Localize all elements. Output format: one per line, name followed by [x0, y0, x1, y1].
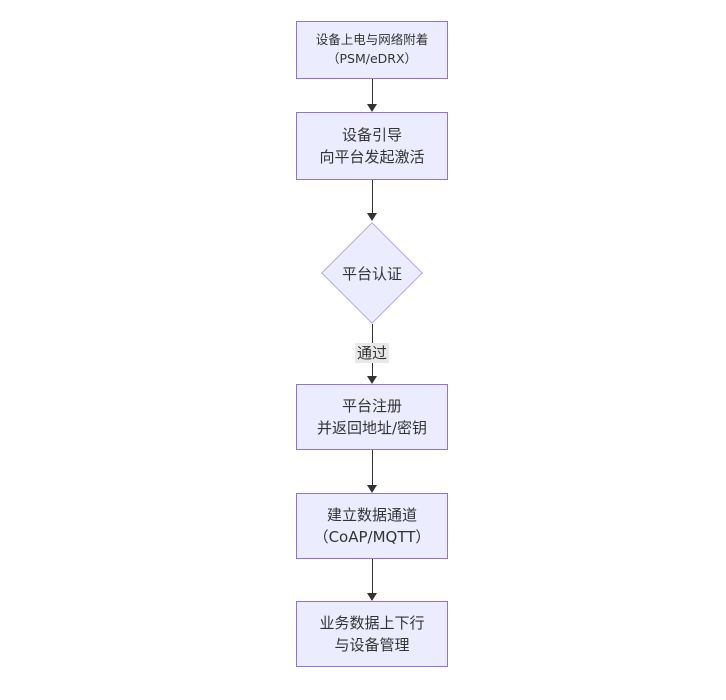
- node-text-line: 与设备管理: [334, 636, 410, 654]
- node-text-line: 建立数据通道: [326, 505, 417, 524]
- arrow-down-icon: [367, 104, 377, 112]
- node-business-data: 业务数据上下行 与设备管理: [296, 601, 448, 667]
- node-text-line: 设备引导: [341, 125, 402, 144]
- node-data-channel: 建立数据通道 （CoAP/MQTT）: [296, 493, 448, 559]
- edge-label-pass: 通过: [354, 343, 390, 363]
- edge-power-to-bootstrap: [371, 79, 373, 105]
- arrow-down-icon: [367, 485, 377, 493]
- arrow-down-icon: [367, 593, 377, 601]
- node-text-line: 业务数据上下行: [319, 613, 425, 632]
- edge-bootstrap-to-auth: [371, 180, 373, 214]
- edge-channel-to-business: [371, 559, 373, 594]
- node-text-line: 设备上电与网络附着: [315, 32, 429, 48]
- node-text-line: 向平台发起激活: [319, 148, 425, 166]
- edge-register-to-channel: [371, 450, 373, 486]
- decision-platform-auth-label: 平台认证: [341, 264, 402, 283]
- node-platform-register: 平台注册 并返回地址/密钥: [296, 384, 448, 450]
- node-text-line: （PSM/eDRX）: [326, 51, 418, 66]
- node-device-power-attach: 设备上电与网络附着 （PSM/eDRX）: [296, 21, 448, 79]
- node-text-line: 并返回地址/密钥: [316, 419, 428, 437]
- arrow-down-icon: [367, 213, 377, 221]
- node-text-line: （CoAP/MQTT）: [313, 528, 431, 546]
- arrow-down-icon: [367, 376, 377, 384]
- node-text-line: 平台注册: [341, 396, 402, 415]
- node-device-bootstrap: 设备引导 向平台发起激活: [296, 112, 448, 180]
